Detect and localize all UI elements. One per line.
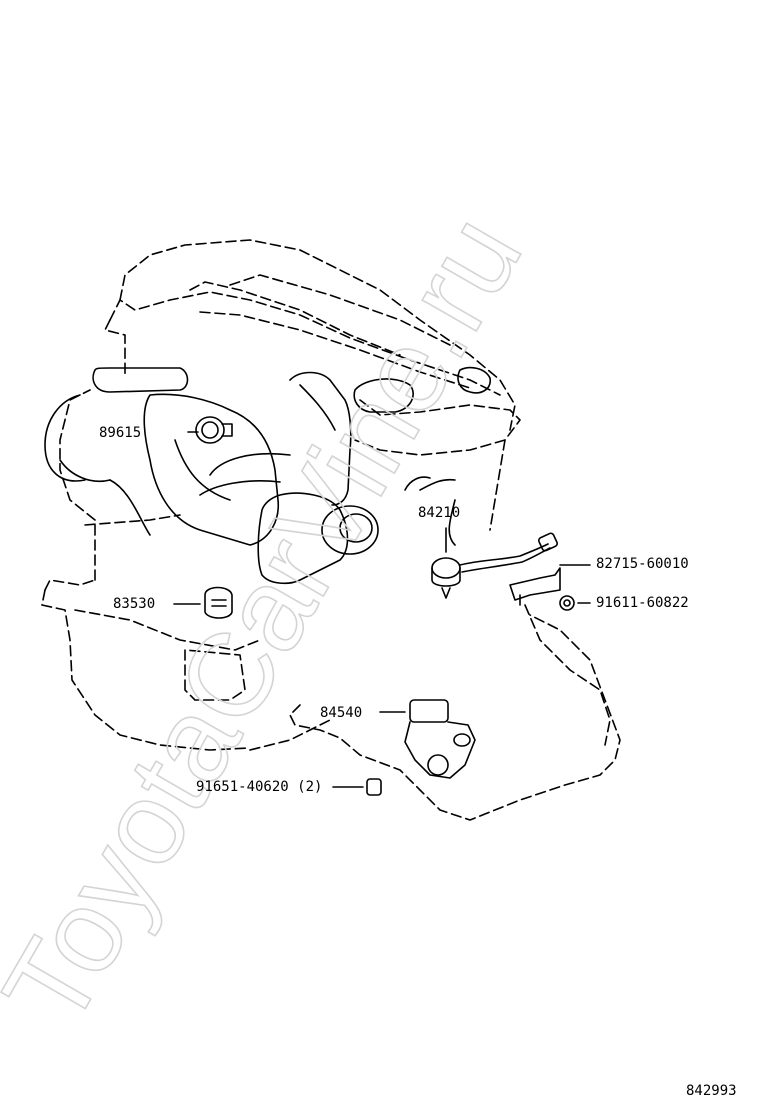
label-84540[interactable]: 84540 bbox=[320, 705, 363, 721]
label-91651-40620[interactable]: 91651-40620 (2) bbox=[196, 779, 323, 795]
label-82715-60010[interactable]: 82715-60010 bbox=[596, 556, 689, 572]
engine-components bbox=[44, 366, 491, 585]
engine-block-outline bbox=[41, 239, 621, 821]
part-84540-switch bbox=[379, 699, 476, 779]
part-83530-switch bbox=[173, 586, 233, 619]
label-91611-60822[interactable]: 91611-60822 bbox=[596, 595, 689, 611]
part-91611-bolt bbox=[559, 595, 591, 611]
part-84210-sensor bbox=[431, 527, 559, 599]
label-89615[interactable]: 89615 bbox=[99, 425, 142, 441]
part-91651-bolt bbox=[332, 778, 382, 796]
label-84210[interactable]: 84210 bbox=[418, 505, 461, 521]
part-82715-bracket bbox=[509, 564, 591, 606]
label-83530[interactable]: 83530 bbox=[113, 596, 156, 612]
diagram-code: 842993 bbox=[686, 1083, 737, 1099]
part-89615-sensor bbox=[187, 416, 233, 444]
